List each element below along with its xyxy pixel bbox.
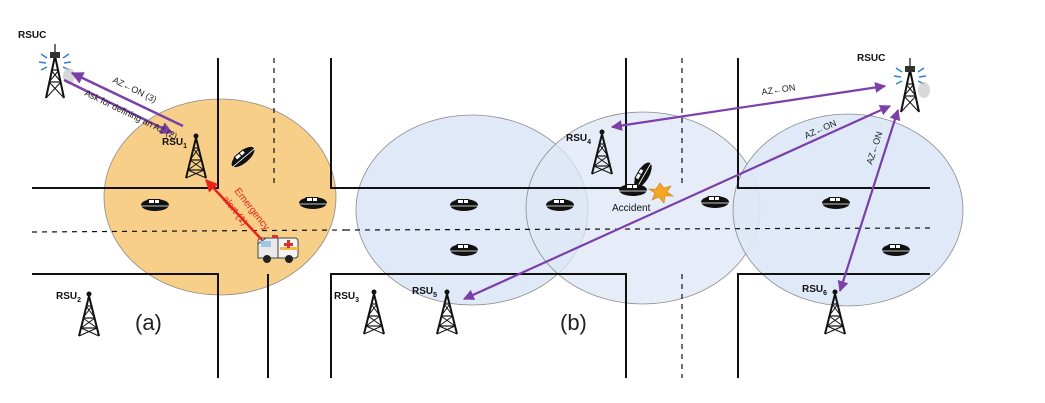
coverage-rsu1: [103, 98, 337, 296]
car-icon: [618, 183, 648, 197]
az-on-top-label: AZ←ON: [761, 82, 796, 97]
arrow-rsuc-rsu6: [837, 108, 901, 293]
rsuc-label-a: RSUC: [18, 30, 46, 41]
car-icon: [449, 198, 479, 212]
arrow-az-on-3: [70, 71, 184, 128]
rsu2-label: RSU2: [56, 291, 81, 304]
car-icon: [449, 243, 479, 257]
car-icon: [545, 198, 575, 212]
arrow-rsuc-rsu5: [462, 104, 892, 301]
car-icon: [700, 195, 730, 209]
rsu3-tower-icon: [363, 288, 385, 335]
rsu2-tower-icon: [78, 290, 100, 337]
car-icon: [881, 243, 911, 257]
panel-b-label: (b): [560, 310, 587, 335]
lane-markings-a: [31, 58, 346, 233]
rsuc-tower-icon: [38, 43, 76, 99]
arrow-ask-define: [63, 78, 174, 135]
panel-a-label: (a): [135, 310, 162, 335]
car-icon: [821, 196, 851, 210]
accident-label: Accident: [612, 203, 651, 214]
coverage-rsu6: [732, 113, 964, 307]
rsuc-tower-icon: [893, 57, 931, 113]
arrow-emergency-alert: [205, 179, 263, 241]
rsuc-label-b: RSUC: [857, 53, 885, 64]
car-icon: [140, 198, 170, 212]
rsu5-label: RSU5: [412, 286, 437, 299]
ambulance-icon: [257, 235, 299, 263]
rsu3-label: RSU3: [334, 291, 359, 304]
az-on-3-label: AZ←ON (3): [111, 75, 158, 105]
rsu1-label: RSU1: [162, 137, 187, 150]
car-icon: [298, 196, 328, 210]
